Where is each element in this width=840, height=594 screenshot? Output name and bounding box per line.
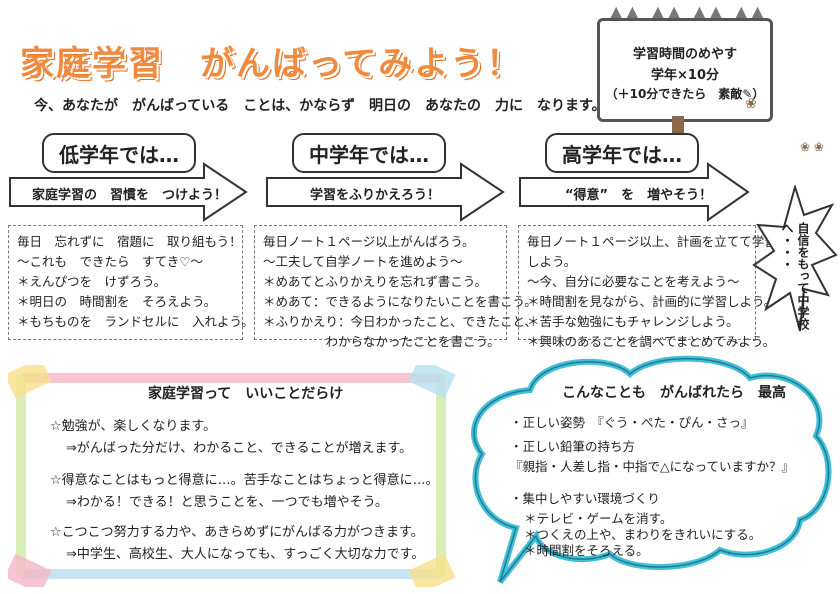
cloud-bubble: こんなことも がんばれたら 最高 ・正しい姿勢 『ぐう・ぺた・ぴん・さっ』 ・正…: [460, 350, 838, 594]
list-item: ＊ふりかえり：今日わかったこと、できたこと、: [263, 314, 538, 329]
list-item: ～今、自分に必要なことを考えよう～: [527, 274, 740, 289]
cloud-title: こんなことも がんばれたら 最高: [562, 385, 786, 401]
burst-text: 自信をもって中学校へ・・・: [780, 222, 810, 330]
burst-shape: [752, 183, 838, 339]
arrow-lower: [8, 162, 248, 222]
arrow-text-middle: 学習をふりかえろう！: [310, 188, 441, 203]
study-time-sign: 学習時間のめやす 学年×10分 （＋10分できたら 素敵✎）: [597, 18, 773, 122]
content-box-middle: 毎日ノート１ページ以上がんばろう。 ～工夫して自学ノートを進めよう～ ＊めあてと…: [254, 225, 538, 349]
content-box-upper: 毎日ノート１ページ以上、計画を立てて学習 しよう。 ～今、自分に必要なことを考え…: [518, 225, 777, 349]
grade-label-upper: 高学年では…: [545, 133, 699, 173]
merit-line: ☆得意なことはもっと得意に…。苦手なことはちょっと得意に…。: [50, 473, 439, 488]
merit-line: ⇒がんばった分だけ、わかること、できることが増えます。: [66, 441, 413, 456]
tape-border: [8, 365, 456, 587]
list-item: ＊もちものを ランドセルに 入れよう。: [17, 314, 254, 329]
sign-formula: 学年×10分: [651, 68, 719, 83]
arrow-text-lower: 家庭学習の 習慣を つけよう！: [32, 188, 228, 203]
list-item: 毎日ノート１ページ以上がんばろう。: [263, 234, 475, 249]
grade-label-lower: 低学年では…: [42, 133, 196, 173]
list-item: ＊めあてとふりかえりを忘れず書こう。: [263, 274, 488, 289]
list-item: ＊苦手な勉強にもチャレンジしよう。: [527, 314, 739, 329]
list-item: 毎日 忘れずに 宿題に 取り組もう！: [17, 234, 242, 249]
cloud-line: ・正しい姿勢 『ぐう・ぺた・ぴん・さっ』: [510, 415, 754, 430]
list-item: わからなかったことを書こう。: [263, 334, 500, 349]
merits-panel: 家庭学習って いいことだらけ ☆勉強が、楽しくなります。 ⇒がんばった分だけ、わ…: [8, 365, 456, 587]
list-item: しよう。: [527, 254, 577, 269]
cloud-line: 『親指・人差し指・中指で△になっていますか？』: [510, 459, 794, 474]
arrow-middle: [265, 162, 505, 222]
list-item: ＊えんぴつを けずろう。: [17, 274, 167, 289]
arrow-upper: [518, 162, 750, 222]
list-item: 毎日ノート１ページ以上、計画を立てて学習: [527, 234, 777, 249]
cloud-line: ・集中しやすい環境づくり: [510, 491, 660, 506]
cat-icons: ▲▲ ▲▲ ▲▲ ▲▲: [610, 2, 768, 21]
merit-line: ☆こつこつ努力する力や、あきらめずにがんばる力がつきます。: [50, 525, 424, 540]
sign-heading: 学習時間のめやす: [632, 47, 737, 62]
sign-bonus: （＋10分できたら 素敵✎）: [605, 87, 765, 101]
merit-line: ⇒わかる！できる！と思うことを、一つでも増やそう。: [66, 495, 388, 510]
cloud-line: ＊つくえの上や、まわりをきれいにする。: [524, 527, 762, 542]
paw-icon: ❀: [745, 96, 757, 112]
paw-icon: ❀ ❀: [800, 140, 824, 154]
cloud-line: ＊テレビ・ゲームを消す。: [524, 511, 673, 526]
page-subtitle: 今、あなたが がんばっている ことは、かならず 明日の あなたの 力に なります…: [34, 98, 606, 114]
list-item: ＊めあて：できるようになりたいことを書こう。: [263, 294, 537, 309]
cloud-line: ＊時間割をそろえる。: [524, 543, 649, 558]
list-item: ＊時間割を見ながら、計画的に学習しよう。: [527, 294, 777, 309]
merit-line: ☆勉強が、楽しくなります。: [50, 419, 217, 434]
merits-title: 家庭学習って いいことだらけ: [148, 386, 344, 402]
grade-label-middle: 中学年では…: [292, 133, 446, 173]
arrow-text-upper: “得意” を 増やそう！: [565, 188, 713, 203]
list-item: ＊興味のあることを調べてまとめてみよう。: [527, 334, 776, 349]
merit-line: ⇒中学生、高校生、大人になっても、すっごく大切な力です。: [66, 547, 425, 562]
cloud-line: ・正しい鉛筆の持ち方: [510, 439, 636, 454]
page-title: 家庭学習 がんばってみよう！: [20, 44, 523, 84]
list-item: ～これも できたら すてき♡～: [17, 254, 203, 269]
content-box-lower: 毎日 忘れずに 宿題に 取り組もう！ ～これも できたら すてき♡～ ＊えんぴつ…: [8, 225, 254, 340]
list-item: ～工夫して自学ノートを進めよう～: [263, 254, 463, 269]
list-item: ＊明日の 時間割を そろえよう。: [17, 294, 217, 309]
